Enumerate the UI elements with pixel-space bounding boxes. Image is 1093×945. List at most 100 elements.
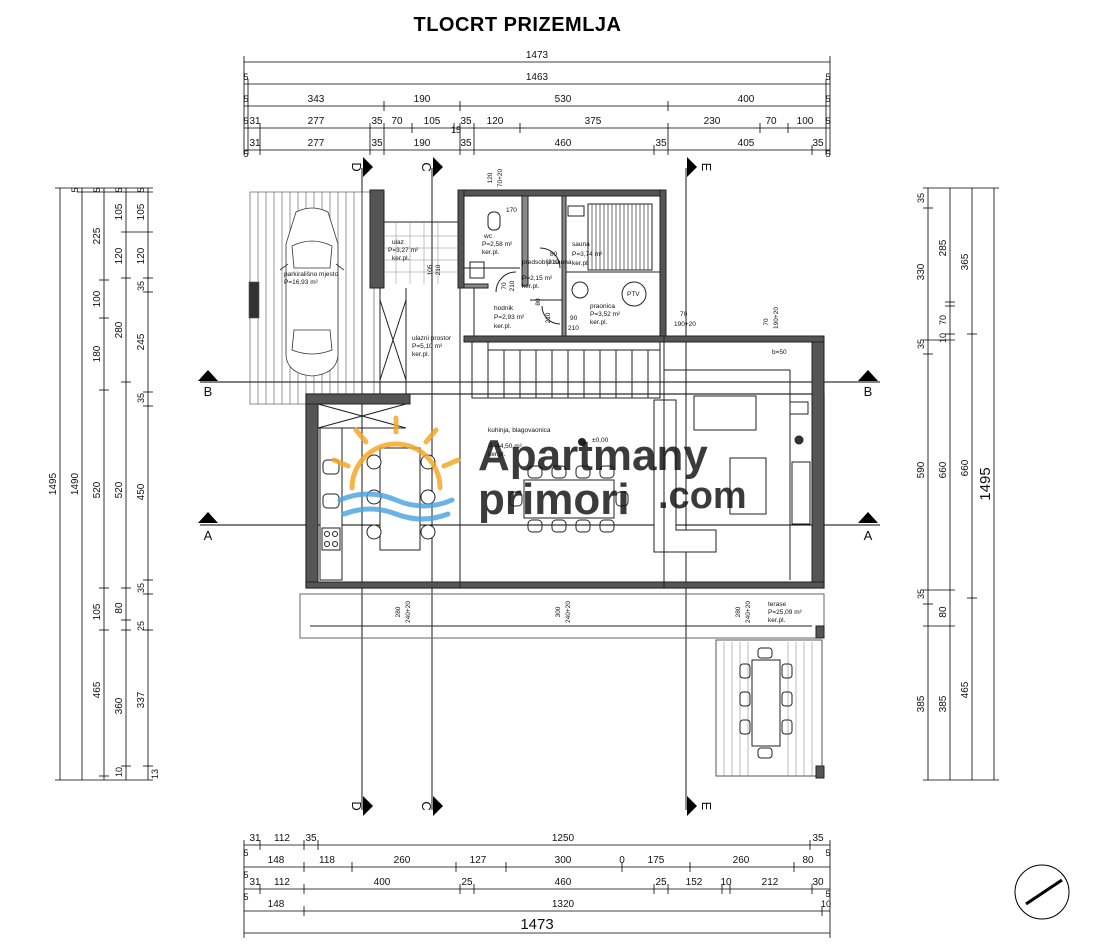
dim-label: 460 [555,138,572,149]
dim-label: 245 [136,333,147,350]
room-finish: ker.pl. [590,319,608,326]
section-label-c-bottom: C [419,801,434,810]
dim-label: 212 [762,877,779,888]
opening-label: b=50 [772,349,787,356]
dim-label: 120 [487,116,504,127]
dim-label: 148 [268,899,285,910]
room-labels: parkirališno mjesto P=16,93 m² ulaz P=3,… [284,233,803,624]
dim-label: 660 [960,459,971,476]
opening-label: 80 [535,298,542,306]
dim-label: 190 [414,138,431,149]
opening-label: 210 [435,264,442,275]
opening-label: 210 [509,280,516,291]
dim-label: 530 [555,94,572,105]
terrace-boards [723,642,813,776]
opening-label: 70 [680,311,688,318]
dim-label: 5 [243,72,248,82]
dim-label: 35 [460,116,472,127]
dim-label: 100 [92,290,103,307]
dim-label: 660 [938,461,949,478]
dim-label: 1250 [552,833,575,844]
dim-label: 5 [136,187,146,192]
dim-label: 5 [825,889,830,899]
room-finish: ker.pl. [572,260,590,267]
dim-label: 10 [821,899,831,909]
section-markers [198,157,878,816]
room-finish: ker.pl. [482,249,500,256]
dim-label: 35 [371,116,383,127]
dim-label: 180 [92,345,103,362]
north-arrow-icon [1014,864,1070,920]
dim-label: 1495 [977,467,994,500]
dim-label: 35 [371,138,383,149]
dim-label: 120 [136,247,147,264]
room-finish: ker.pl. [412,351,430,358]
page-title: TLOCRT PRIZEMLJA [413,14,622,36]
dim-label: 5 [114,187,124,192]
dim-label: 520 [114,481,125,498]
dim-label: 460 [555,877,572,888]
dim-label: 277 [308,116,325,127]
watermark-line3: .com [658,475,747,517]
opening-label: 210 [568,325,579,332]
dim-label: 148 [268,855,285,866]
opening-label: 280 [395,606,402,617]
dim-label: 35 [916,339,926,349]
entrance-hatching [384,222,458,284]
dim-label: 5 [243,94,248,104]
opening-label: 240+20 [745,601,752,623]
dim-label: 35 [460,138,472,149]
dim-label: 5 [243,116,248,126]
dim-label: 10 [720,877,732,888]
section-label-e-bottom: E [699,802,714,811]
dim-label: 127 [470,855,487,866]
room-area: P=5,10 m² [412,343,443,350]
watermark-line1: Apartmany [478,431,708,480]
dim-label: 1490 [70,472,81,495]
level-label: ±0,00 [592,437,609,444]
dim-label: 1495 [48,472,59,495]
dim-label: 120 [114,247,125,264]
dim-label: 13 [150,769,160,779]
dim-label: 15 [451,125,461,135]
dim-label: 343 [308,94,325,105]
right-dimension-chains [923,187,999,781]
opening-labels: 120 70+20 170 80 210 105 210 70 210 80 2… [395,168,787,622]
left-dimension-labels: 1495 1490 5 5 5 5 225 100 180 520 105 46… [48,187,160,779]
dim-label: 280 [114,321,125,338]
dim-label: 277 [308,138,325,149]
dim-label: 70 [765,116,777,127]
opening-label: 70 [763,318,770,326]
room-name: parkirališno mjesto [284,271,339,278]
room-area: P=3,52 m² [590,311,621,318]
room-name: hodnik [494,305,514,312]
dim-label: 300 [555,855,572,866]
dim-label: 260 [733,855,750,866]
dim-label: 5 [70,187,80,192]
room-finish: ker.pl. [488,451,506,458]
dim-label: 1473 [526,50,549,61]
room-name: wc [483,233,493,240]
bottom-dimension-chains [243,840,831,938]
room-finish: ker.pl. [768,617,786,624]
section-label-a-right: A [864,528,873,543]
room-area: P=44,50 m² [488,443,523,450]
dim-label: 360 [114,697,125,714]
dim-label: 5 [825,149,830,159]
opening-label: 240+20 [565,601,572,623]
dim-label: 285 [938,239,949,256]
dim-label: 10 [938,333,948,343]
waves-icon [337,491,455,522]
room-area: P=25,09 m² [768,609,803,616]
dim-label: 35 [812,138,824,149]
dim-label: 105 [92,603,103,620]
dim-label: 31 [249,833,261,844]
dim-label: 31 [249,877,261,888]
dim-label: 35 [136,583,146,593]
dim-label: 35 [136,281,146,291]
room-area: P=2,58 m² [482,241,513,248]
opening-label: 240+20 [405,601,412,623]
dim-label: 365 [960,253,971,270]
dim-label: 152 [686,877,703,888]
car-icon [279,207,345,377]
